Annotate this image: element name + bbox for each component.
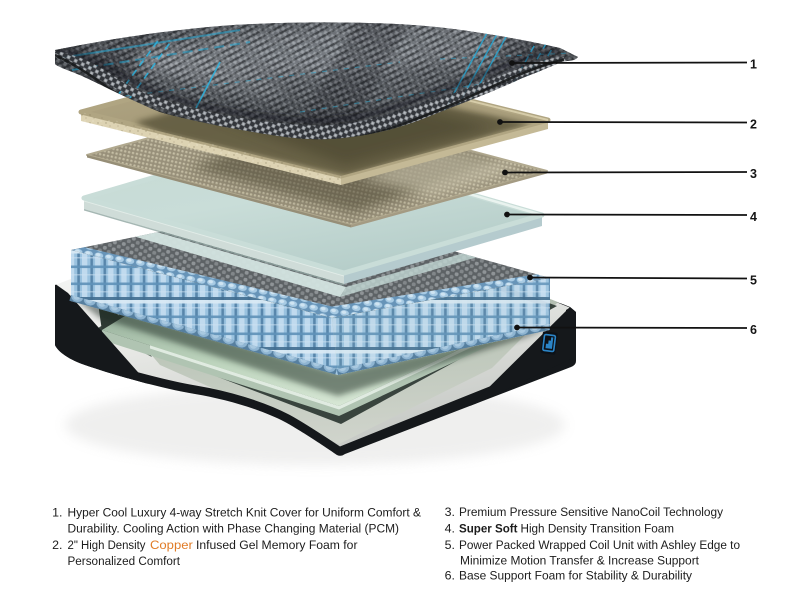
- svg-text:1: 1: [750, 58, 757, 72]
- svg-text:6.: 6.: [445, 569, 455, 583]
- svg-text:2: 2: [750, 118, 757, 132]
- svg-text:2.: 2.: [52, 538, 62, 552]
- svg-text:Personalized Comfort: Personalized Comfort: [68, 554, 181, 568]
- svg-text:1.: 1.: [52, 505, 62, 519]
- svg-text:Super Soft: Super Soft: [459, 521, 518, 535]
- svg-text:6: 6: [750, 323, 757, 337]
- svg-text:4: 4: [750, 210, 757, 224]
- svg-text:3: 3: [750, 167, 757, 181]
- svg-text:Durability. Cooling Action wit: Durability. Cooling Action with Phase Ch…: [68, 522, 400, 536]
- svg-text:3.: 3.: [445, 505, 455, 519]
- svg-text:High Density Transition Foam: High Density Transition Foam: [521, 521, 675, 535]
- svg-text:Copper: Copper: [150, 538, 193, 552]
- svg-text:Infused Gel Memory Foam for: Infused Gel Memory Foam for: [196, 538, 358, 552]
- svg-text:4.: 4.: [445, 521, 455, 535]
- svg-text:Hyper Cool Luxury 4-way Stretc: Hyper Cool Luxury 4-way Stretch Knit Cov…: [68, 505, 422, 519]
- svg-text:2" High Density: 2" High Density: [68, 538, 147, 552]
- svg-text:Premium Pressure Sensitive Nan: Premium Pressure Sensitive NanoCoil Tech…: [459, 505, 724, 519]
- svg-text:Base Support Foam for Stabilit: Base Support Foam for Stability & Durabi…: [459, 569, 693, 583]
- svg-text:Minimize Motion Transfer & Inc: Minimize Motion Transfer & Increase Supp…: [460, 553, 700, 567]
- svg-text:5: 5: [750, 274, 757, 288]
- svg-text:5.: 5.: [445, 538, 455, 552]
- svg-text:Power Packed Wrapped Coil Unit: Power Packed Wrapped Coil Unit with Ashl…: [459, 538, 740, 552]
